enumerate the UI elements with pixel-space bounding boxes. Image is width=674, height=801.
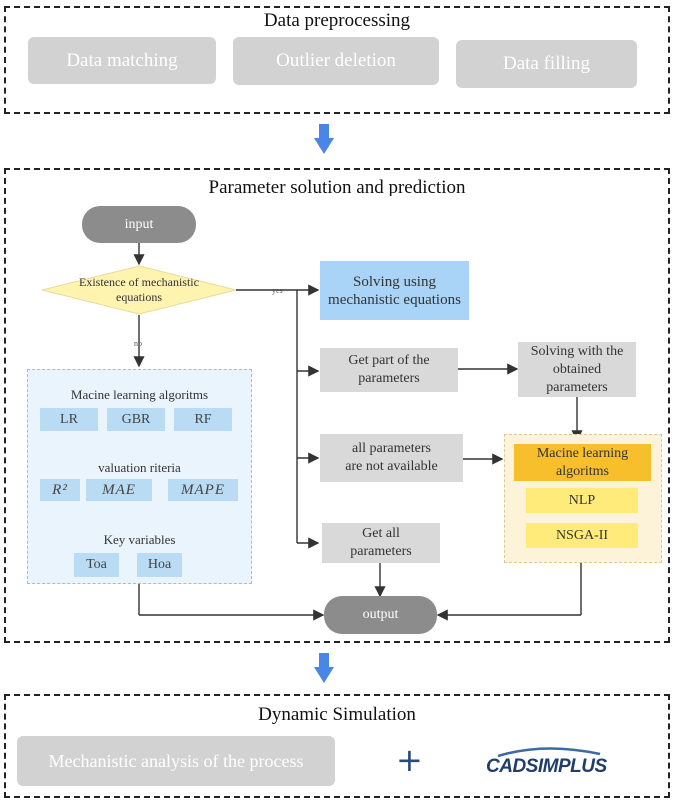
simulation-section: Dynamic Simulation bbox=[4, 694, 670, 798]
cadsim-swoosh-icon bbox=[497, 747, 601, 758]
solution-section bbox=[4, 168, 670, 643]
output-terminal: output bbox=[324, 596, 437, 634]
solution-title: Parameter solution and prediction bbox=[208, 177, 466, 196]
key-toa: Toa bbox=[74, 553, 119, 577]
simulation-title: Dynamic Simulation bbox=[258, 704, 416, 725]
no-label: no bbox=[134, 339, 142, 348]
algo-lr: LR bbox=[40, 408, 98, 431]
part-params-box: Get part of the parameters bbox=[320, 348, 458, 392]
algo-gbr: GBR bbox=[107, 408, 165, 431]
step-data-matching: Data matching bbox=[28, 37, 216, 84]
criterion-r2: R² bbox=[40, 479, 80, 501]
down-arrow-icon bbox=[314, 653, 334, 683]
cadsim-logo-text: CADSIMPLUS bbox=[486, 756, 607, 777]
input-terminal: input bbox=[82, 206, 196, 243]
decision-label: Existence of mechanistic equations bbox=[79, 275, 199, 304]
criteria-label: valuation riteria bbox=[98, 460, 181, 475]
criterion-mae: MAE bbox=[86, 479, 152, 501]
ml-left-panel bbox=[27, 369, 252, 584]
criterion-mape: MAPE bbox=[168, 479, 238, 501]
mechanistic-analysis: Mechanistic analysis of the process bbox=[17, 736, 335, 786]
key-variables-label: Key variables bbox=[103, 532, 176, 547]
down-arrow-icon bbox=[314, 124, 334, 154]
cadsim-logo: CADSIMPLUS bbox=[484, 744, 608, 780]
obtained-box: Solving with the obtained parameters bbox=[518, 342, 636, 397]
ml-right-nlp: NLP bbox=[526, 488, 638, 513]
step-data-filling: Data filling bbox=[456, 40, 637, 88]
decision-diamond bbox=[41, 265, 237, 315]
ml-right-title: Macine learning algoritms bbox=[514, 444, 651, 481]
step-outlier-deletion: Outlier deletion bbox=[233, 37, 439, 85]
preprocessing-section: Data preprocessing bbox=[4, 6, 670, 114]
ml-left-title: Macine learning algoritms bbox=[70, 387, 209, 402]
key-hoa: Hoa bbox=[137, 553, 182, 577]
not-available-box: all parameters are not available bbox=[320, 434, 463, 482]
algo-rf: RF bbox=[174, 408, 232, 431]
plus-sign: + bbox=[396, 741, 423, 779]
get-all-box: Get all parameters bbox=[322, 523, 440, 563]
ml-right-nsga: NSGA-II bbox=[526, 523, 638, 548]
mechanistic-box: Solving using mechanistic equations bbox=[320, 261, 469, 320]
preprocessing-title: Data preprocessing bbox=[263, 10, 411, 31]
yes-label: yes bbox=[272, 286, 283, 295]
